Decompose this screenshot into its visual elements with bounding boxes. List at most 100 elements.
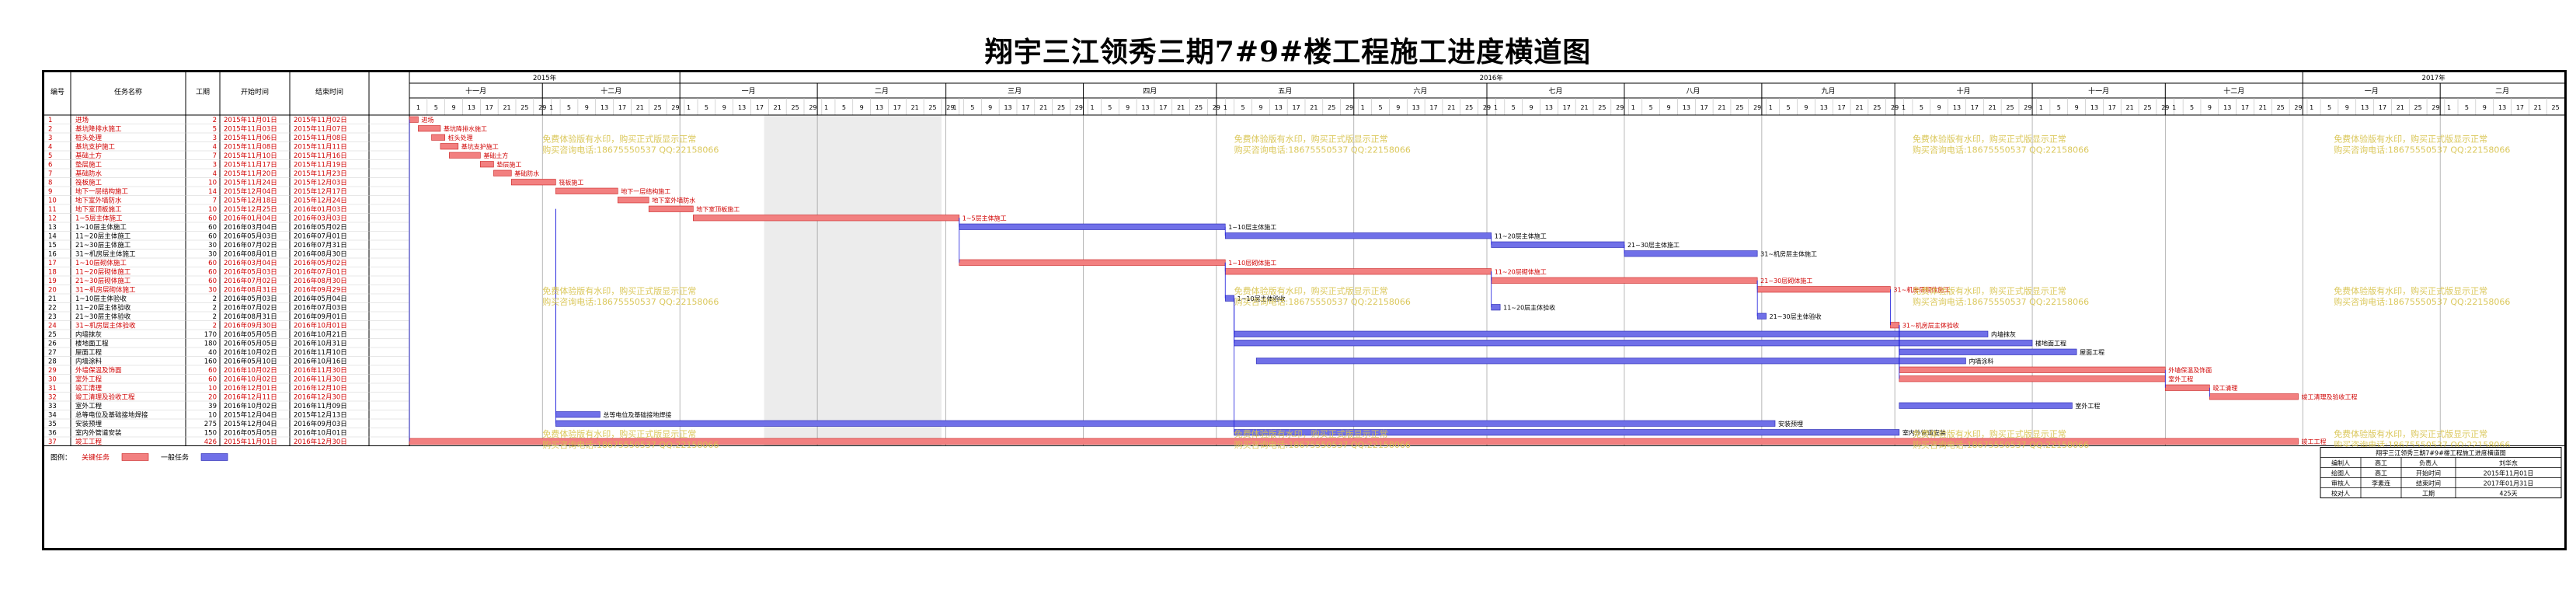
day-tick-label: 1: [824, 104, 828, 111]
task-bar-label: 内墙抹灰: [1991, 330, 2016, 338]
watermark-line: 购买咨询电话:18675550537 QQ:22158066: [1913, 296, 2089, 307]
task-name: 1~10层主体施工: [75, 223, 127, 232]
task-end: 2016年12月30日: [294, 393, 347, 402]
task-days: 3: [213, 134, 217, 142]
watermark-line: 购买咨询电话:18675550537 QQ:22158066: [2334, 145, 2510, 155]
task-start: 2015年12月04日: [224, 420, 277, 428]
day-tick-label: 29: [1483, 104, 1491, 111]
task-days: 60: [208, 278, 217, 285]
day-tick-label: 25: [1328, 104, 1335, 111]
month-label: 九月: [1821, 87, 1835, 96]
task-id: 31: [48, 385, 57, 393]
month-label: 五月: [1278, 87, 1292, 96]
month-label: 一月: [742, 87, 756, 96]
task-id: 12: [48, 215, 57, 223]
task-name: 屋面工程: [75, 349, 103, 357]
task-bar: [648, 205, 694, 212]
day-tick-label: 5: [2465, 104, 2469, 111]
task-id: 21: [48, 295, 57, 303]
task-name: 基础土方: [75, 152, 102, 160]
info-cell: 2017年01月31日: [2484, 480, 2534, 487]
month-label: 十二月: [2223, 86, 2244, 96]
watermark-line: 免费体验版有水印，购买正式版显示正常: [1234, 428, 1388, 439]
day-tick-label: 21: [774, 104, 782, 111]
legend-critical-swatch: [121, 453, 149, 461]
task-start: 2015年12月25日: [224, 205, 277, 214]
day-tick-label: 29: [1213, 104, 1220, 111]
task-days: 7: [213, 152, 217, 160]
day-tick-label: 21: [1718, 104, 1725, 111]
day-tick-label: 5: [1649, 104, 1653, 111]
task-id: 20: [48, 287, 57, 295]
day-tick-label: 21: [1177, 104, 1185, 111]
task-bar: [1224, 295, 1234, 302]
task-start: 2016年09月30日: [224, 322, 277, 330]
task-days: 10: [208, 206, 217, 214]
watermark-line: 购买咨询电话:18675550537 QQ:22158066: [1234, 439, 1411, 450]
task-bar: [1899, 402, 2073, 409]
task-start: 2016年05月05日: [224, 429, 277, 438]
year-label: 2017年: [2422, 74, 2446, 82]
day-tick-label: 9: [722, 104, 726, 111]
day-tick-label: 5: [1378, 104, 1382, 111]
day-tick-label: 13: [1683, 104, 1690, 111]
task-name: 竣工工程: [75, 438, 103, 446]
task-name: 1~5层主体施工: [75, 215, 123, 223]
task-id: 37: [48, 438, 57, 446]
day-tick-label: 21: [1989, 104, 1996, 111]
task-id: 14: [48, 233, 57, 241]
watermark-line: 免费体验版有水印，购买正式版显示正常: [1234, 134, 1388, 145]
info-cell: 高工: [2375, 470, 2387, 477]
day-tick-label: 13: [738, 104, 746, 111]
day-tick-label: 29: [2432, 104, 2439, 111]
month-label: 八月: [1686, 87, 1700, 96]
task-days: 10: [208, 385, 217, 393]
day-tick-label: 25: [1465, 104, 1473, 111]
task-id: 35: [48, 421, 57, 428]
day-tick-label: 25: [2143, 104, 2151, 111]
task-days: 160: [204, 358, 217, 366]
task-id: 32: [48, 394, 57, 402]
task-start: 2015年11月08日: [224, 143, 277, 152]
task-bar-label: 31~机房层砌体施工: [1893, 286, 1950, 294]
watermark-line: 免费体验版有水印，购买正式版显示正常: [1913, 428, 2066, 439]
task-bar-label: 31~机房层主体验收: [1902, 322, 1959, 330]
task-days: 60: [208, 260, 217, 267]
day-tick-label: 9: [2345, 104, 2349, 111]
day-tick-label: 29: [2294, 104, 2302, 111]
task-bar: [555, 187, 618, 194]
day-tick-label: 1: [2447, 104, 2451, 111]
day-tick-label: 29: [1345, 104, 1353, 111]
month-label: 十一月: [2088, 86, 2109, 96]
task-id: 5: [48, 152, 52, 160]
task-bar-label: 竣工清理: [2212, 384, 2237, 392]
task-id: 6: [48, 162, 52, 169]
task-bar-label: 11~20层主体验收: [1503, 304, 1555, 312]
task-id: 18: [48, 269, 57, 277]
day-tick-label: 17: [1563, 104, 1571, 111]
month-label: 七月: [1548, 87, 1562, 96]
day-tick-label: 29: [946, 104, 954, 111]
task-bar-label: 1~10层砌体施工: [1228, 259, 1276, 267]
task-days: 150: [204, 430, 217, 438]
day-tick-label: 9: [1126, 104, 1130, 111]
task-bar-label: 地下一层结构施工: [621, 187, 670, 195]
task-bar: [510, 179, 556, 186]
watermark-line: 购买咨询电话:18675550537 QQ:22158066: [1234, 296, 1411, 307]
day-tick-label: 13: [2361, 104, 2369, 111]
day-tick-label: 25: [1195, 104, 1203, 111]
task-days: 60: [208, 215, 217, 223]
info-cell: 审核人: [2331, 480, 2350, 487]
task-bar-label: 21~30层主体施工: [1627, 241, 1680, 249]
task-end: 2015年12月17日: [294, 187, 347, 196]
day-tick-label: 25: [2006, 104, 2014, 111]
task-bar: [1234, 330, 1989, 337]
task-bar-label: 基础土方: [483, 152, 508, 159]
task-days: 170: [204, 331, 217, 339]
task-id: 1: [48, 117, 52, 124]
task-days: 5: [213, 126, 217, 134]
task-bar: [1224, 268, 1492, 275]
task-end: 2015年11月23日: [294, 169, 347, 178]
task-end: 2016年01月03日: [294, 205, 347, 214]
day-tick-label: 9: [2075, 104, 2079, 111]
